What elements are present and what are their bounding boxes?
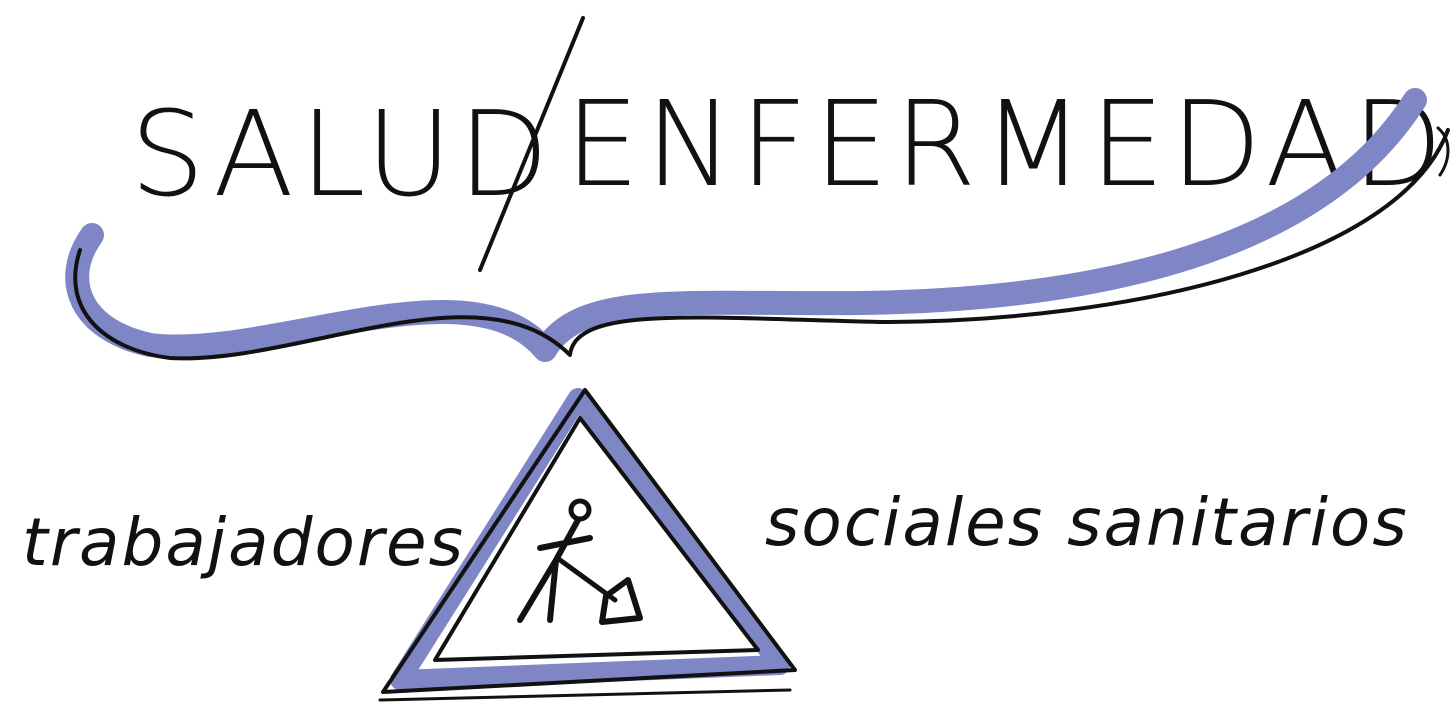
triangle-sketch-line — [378, 688, 792, 702]
worker-head — [568, 498, 592, 522]
title-enfermedad: ENFERMEDAD — [565, 75, 1449, 213]
caption-trabajadores: trabajadores — [22, 504, 465, 581]
triangle-outer-ink — [381, 388, 797, 694]
shovel-blade — [599, 577, 643, 625]
triangle-inner-ink — [433, 416, 760, 662]
triangle-marker — [390, 388, 790, 690]
worker-body — [517, 517, 593, 623]
caption-sociales-sanitarios: sociales sanitarios — [765, 484, 1409, 561]
brace-marker — [65, 88, 1427, 362]
title-salud: SALUD — [130, 85, 555, 223]
worker-with-shovel-icon — [517, 498, 643, 625]
roadwork-warning-sign-icon — [378, 388, 797, 702]
title-slash — [478, 16, 585, 272]
brace-ink-tip — [1436, 126, 1450, 177]
brace-ink — [73, 128, 1450, 361]
